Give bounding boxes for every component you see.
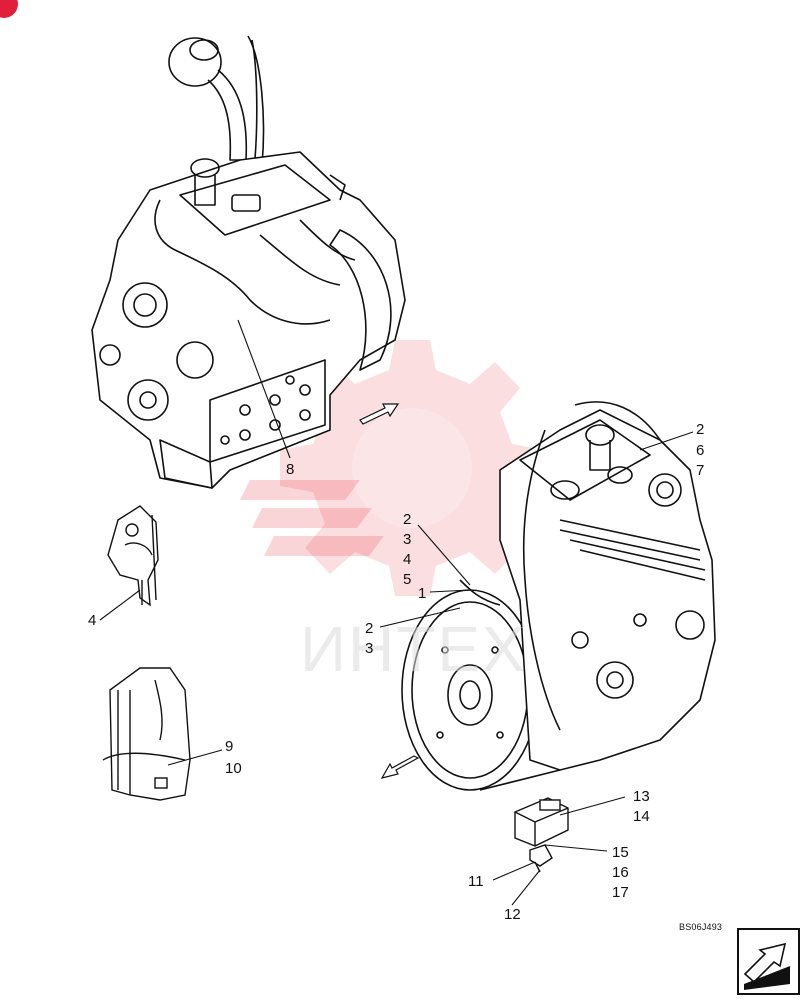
engine-upper-left [91, 35, 406, 489]
callout-8: 8 [286, 461, 295, 478]
leader-2-3 [379, 607, 461, 628]
watermark-swoosh [240, 480, 384, 556]
callout-7: 7 [696, 462, 705, 479]
detail-bracket [107, 505, 159, 607]
callout-3: 3 [403, 531, 412, 548]
leader-4 [99, 589, 141, 621]
drawing-code: BS06J493 [679, 922, 723, 932]
callout-2: 2 [365, 620, 374, 637]
leader-11 [492, 861, 536, 881]
callout-12: 12 [504, 906, 521, 923]
leader-9-10 [167, 749, 223, 766]
callout-1: 1 [418, 585, 427, 602]
leader-2-6-7 [639, 431, 694, 451]
callout-15: 15 [612, 844, 629, 861]
callout-9: 9 [225, 738, 234, 755]
callout-5: 5 [403, 571, 412, 588]
next-page-arrow-icon[interactable] [737, 928, 800, 995]
direction-arrow-icon [380, 755, 420, 779]
corner-badge [0, 0, 18, 18]
callout-17: 17 [612, 884, 629, 901]
callout-13: 13 [633, 788, 650, 805]
callout-10: 10 [225, 760, 242, 777]
callout-4: 4 [88, 612, 97, 629]
callout-2: 2 [403, 511, 412, 528]
watermark-gear-logo [280, 340, 545, 596]
watermark-text: ИНТЕХ [300, 613, 527, 685]
callout-2: 2 [696, 421, 705, 438]
engine-lower-right [401, 401, 716, 791]
leader-15-17 [544, 844, 608, 852]
detail-relay [514, 797, 569, 873]
leader-8 [237, 319, 291, 459]
callout-3: 3 [365, 640, 374, 657]
callout-11: 11 [468, 873, 484, 890]
callout-6: 6 [696, 442, 705, 459]
leader-2-3-4-5 [417, 524, 471, 586]
leader-12 [511, 869, 541, 906]
detail-harness-panel [102, 667, 191, 801]
callout-14: 14 [633, 808, 650, 825]
direction-arrow-icon [359, 403, 400, 425]
callout-4: 4 [403, 551, 412, 568]
callout-16: 16 [612, 864, 629, 881]
leader-13-14 [559, 796, 626, 816]
leader-1 [429, 589, 471, 593]
